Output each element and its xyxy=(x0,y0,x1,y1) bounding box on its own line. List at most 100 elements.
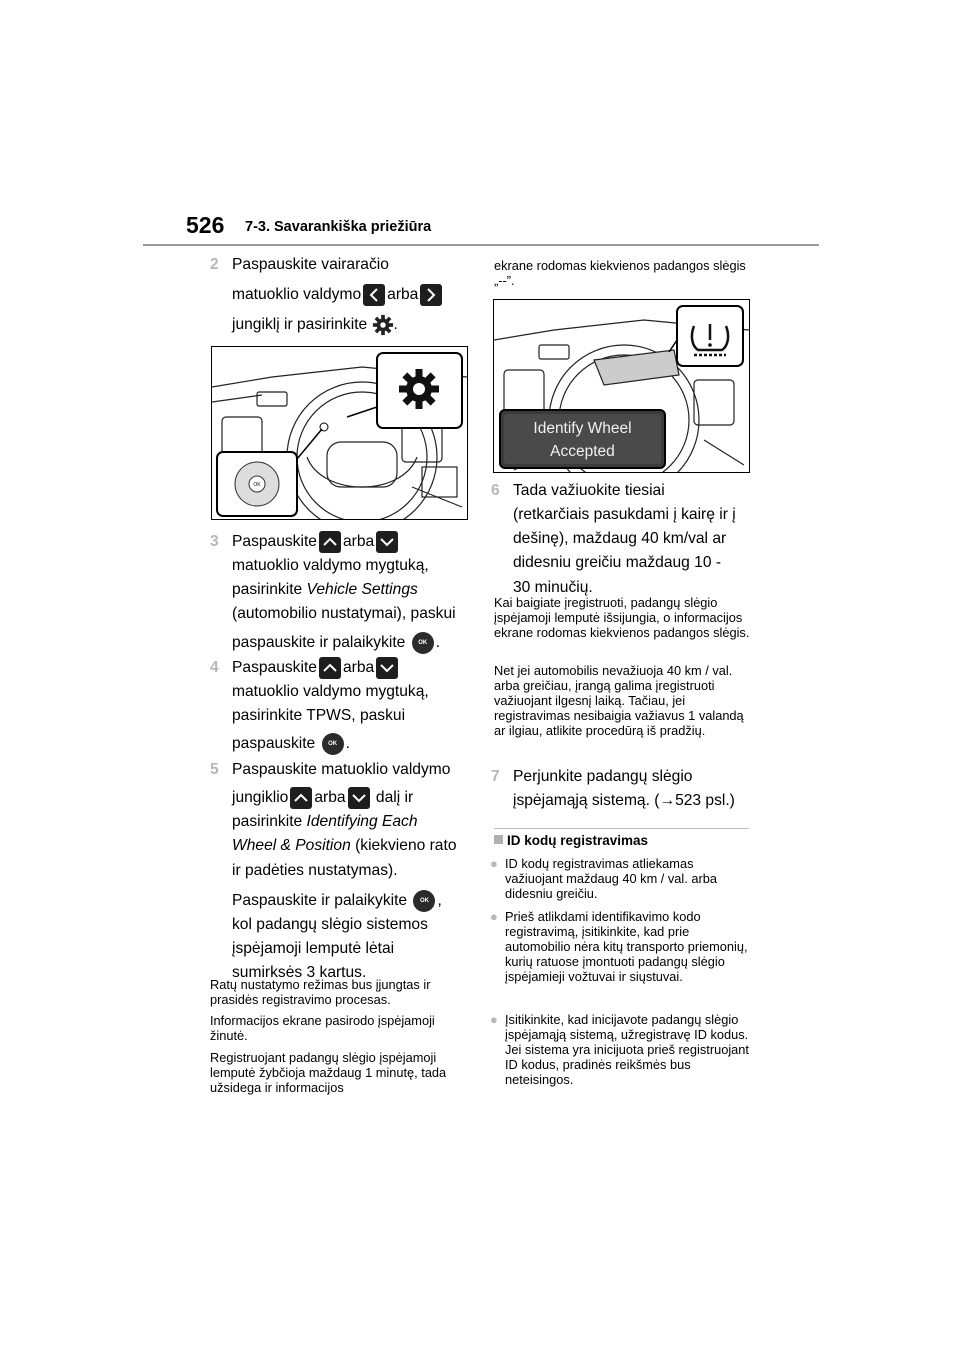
step-text: Wheel & Position xyxy=(232,837,351,855)
chevron-down-icon xyxy=(347,787,370,810)
step-text: matuoklio valdymo mygtuką, xyxy=(232,683,429,701)
step-line: jungiklio arba dalį ir xyxy=(232,786,482,810)
note-registered: Kai baigiate įregistruoti, padangų slėgi… xyxy=(494,595,750,641)
bullet-item: ● Įsitikinkite, kad inicijavote padangų s… xyxy=(490,1012,753,1088)
page-reference[interactable]: 523 psl.) xyxy=(675,792,735,810)
step-4: 4 Paspauskite arba matuoklio valdymo mygt… xyxy=(210,656,482,757)
bullet-dot-icon: ● xyxy=(490,856,498,871)
step-number: 6 xyxy=(491,482,500,499)
step-6: 6 Tada važiuokite tiesiai (retkarčiais p… xyxy=(491,479,768,600)
bullet-item: ● Prieš atlikdami identifikavimo kodo reg… xyxy=(490,909,753,985)
step-line: paspauskite OK. xyxy=(232,732,482,756)
note-message: Informacijos ekrane pasirodo įspėjamoji … xyxy=(210,1013,435,1044)
step-text: arba xyxy=(314,789,346,807)
bullet-dot-icon: ● xyxy=(490,1012,498,1027)
bullet-text: Prieš atlikdami identifikavimo kodo regi… xyxy=(505,909,748,985)
bullet-item: ● ID kodų registravimas atliekamas važiuo… xyxy=(490,856,753,902)
identify-wheel-illustration: Identify Wheel Accepted xyxy=(493,299,750,473)
step-text: ir padėties nustatymas). xyxy=(232,861,398,879)
step-text: . xyxy=(393,316,398,334)
ok-button-icon: OK xyxy=(411,631,434,654)
step-text: , xyxy=(437,891,442,909)
step-text: jungiklį ir pasirinkite xyxy=(232,316,368,334)
step-text: jungiklio xyxy=(232,789,289,807)
step-text: matuoklio valdymo mygtuką, xyxy=(232,557,429,575)
bullet-text: Įsitikinkite, kad inicijavote padangų sl… xyxy=(505,1012,749,1088)
step-number: 7 xyxy=(491,768,500,785)
ok-button-icon: OK xyxy=(321,733,344,756)
step-text: pasirinkite TPWS, paskui xyxy=(232,707,406,725)
note-mode: Ratų nustatymo režimas bus įjungtas ir p… xyxy=(210,977,431,1008)
chevron-up-icon xyxy=(318,656,341,679)
step-text: arba xyxy=(342,659,375,676)
step-number: 5 xyxy=(210,761,219,778)
step-text: arba xyxy=(387,286,419,304)
step-text: dalį ir xyxy=(375,789,414,807)
display-message: Identify Wheel Accepted xyxy=(504,417,661,463)
step-2: 2 Paspauskite vairaračio matuoklio valdy… xyxy=(210,253,482,337)
display-line-2: Accepted xyxy=(550,443,615,460)
step-text: (retkarčiais pasukdami į kairę ir į xyxy=(513,506,736,524)
page-number: 526 xyxy=(186,212,225,238)
step-text: . xyxy=(435,633,441,651)
step-text: . xyxy=(345,735,350,753)
steering-wheel-illustration: OK xyxy=(211,346,468,520)
section-divider xyxy=(494,828,749,829)
chevron-up-icon xyxy=(318,530,341,553)
step-text: 30 minučių. xyxy=(513,578,593,596)
arrow-icon: → xyxy=(659,792,676,810)
chevron-left-icon xyxy=(363,284,386,307)
step-text: pasirinkite xyxy=(232,581,307,599)
step-3: 3 Paspauskite arba matuoklio valdymo mygt… xyxy=(210,530,482,655)
chevron-right-icon xyxy=(420,284,443,307)
step-text: Perjunkite padangų slėgio xyxy=(513,768,693,785)
step-text: Paspauskite xyxy=(232,533,317,550)
display-line-1: Identify Wheel xyxy=(533,420,632,437)
step-text: Identifying Each xyxy=(306,813,418,831)
step-text: Paspauskite xyxy=(232,659,317,676)
step-line: įspėjamąją sistemą. (→523 psl.) xyxy=(513,789,768,813)
dashboard-drawing xyxy=(494,305,749,472)
step-text: (automobilio nustatymai), paskui xyxy=(232,605,456,623)
bullet-dot-icon: ● xyxy=(490,909,498,924)
chevron-down-icon xyxy=(376,656,399,679)
step-text: įspėjamąją sistemą. ( xyxy=(513,792,660,810)
step-text: Vehicle Settings xyxy=(306,581,418,599)
step-line: pasirinkite Vehicle Settings xyxy=(232,578,482,602)
note-long-driving: Net jei automobilis nevažiuoja 40 km / v… xyxy=(494,663,744,739)
step-line: Wheel & Position (kiekvieno rato xyxy=(232,834,482,858)
step-text: arba xyxy=(342,533,375,550)
step-text: dešinę), maždaug 40 km/val ar xyxy=(513,530,727,548)
ok-button-icon: OK xyxy=(413,889,436,912)
step-text: matuoklio valdymo xyxy=(232,286,362,304)
step-text: didesniu greičiu maždaug 10 - xyxy=(513,554,722,572)
step-line: pasirinkite Identifying Each xyxy=(232,810,482,834)
bullet-text: ID kodų registravimas atliekamas važiuoj… xyxy=(505,856,717,902)
step-number: 4 xyxy=(210,659,219,676)
step-5: 5 Paspauskite matuoklio valdymo jungikli… xyxy=(210,758,482,985)
ok-text: OK xyxy=(253,482,261,488)
id-section-heading: ID kodų registravimas xyxy=(494,833,648,848)
header-rule xyxy=(143,244,819,246)
step-text: įspėjamoji lemputė lėtai xyxy=(232,940,395,958)
step-line: paspauskite ir palaikykite OK. xyxy=(232,631,482,655)
note-continued: ekrane rodomas kiekvienos padangos slėgi… xyxy=(494,258,746,289)
step-number: 3 xyxy=(210,533,219,550)
step-7: 7 Perjunkite padangų slėgio įspėjamąją s… xyxy=(491,765,768,813)
step-text: kol padangų slėgio sistemos xyxy=(232,915,428,933)
step-text: pasirinkite xyxy=(232,813,307,831)
step-text: paspauskite ir palaikykite xyxy=(232,633,406,651)
step-line: Paspauskite arba xyxy=(232,530,482,554)
dashboard-drawing: OK xyxy=(212,352,467,519)
gear-icon xyxy=(372,315,393,336)
chevron-up-icon xyxy=(290,787,313,810)
heading-text: ID kodų registravimas xyxy=(507,833,649,848)
chevron-down-icon xyxy=(376,530,399,553)
step-text: sumirksės 3 kartus. xyxy=(232,964,367,982)
step-line: Paspauskite arba xyxy=(232,656,482,680)
step-line: matuoklio valdymo arba xyxy=(232,283,482,307)
step-text: Paspauskite vairaračio xyxy=(232,256,389,273)
step-text: Tada važiuokite tiesiai xyxy=(513,482,665,499)
step-text: paspauskite xyxy=(232,735,316,753)
step-text: Paspauskite matuoklio valdymo xyxy=(232,761,451,778)
